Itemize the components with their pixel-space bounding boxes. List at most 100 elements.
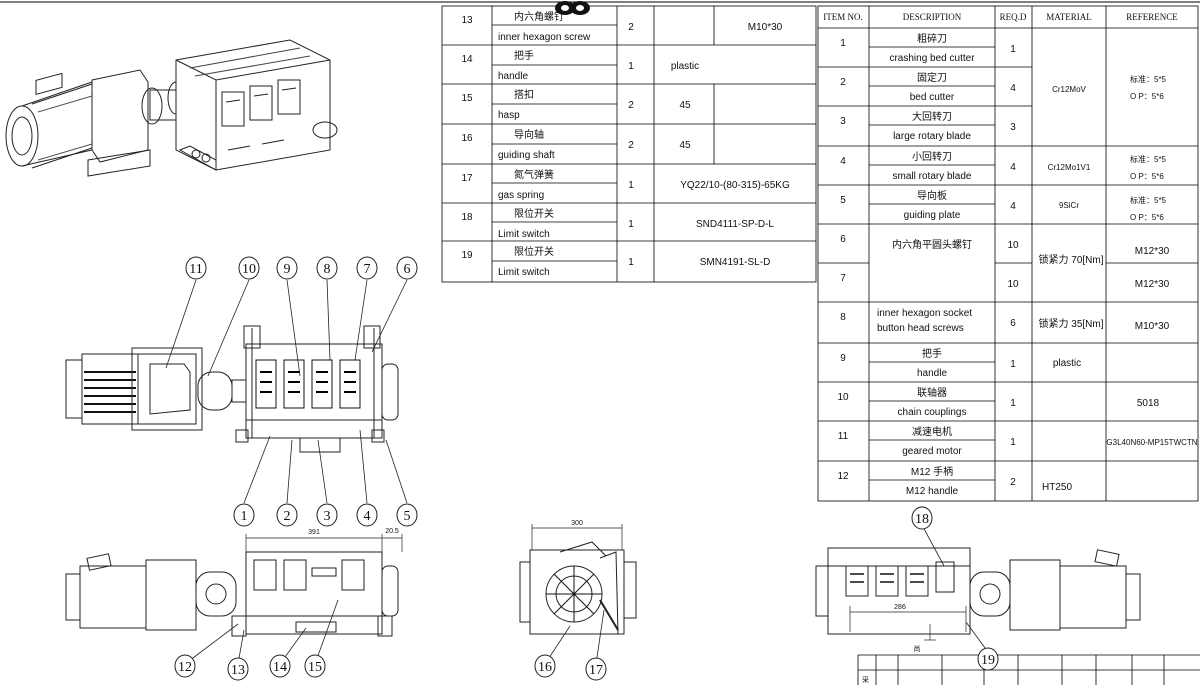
isometric-view bbox=[5, 39, 338, 177]
table-row-chinese-name: 把手 bbox=[514, 49, 534, 62]
parts-row-item-number: 4 bbox=[840, 156, 846, 167]
reference-geared-motor-model: G3L40N60-MP15TWCTN bbox=[1106, 438, 1197, 447]
balloon-number: 6 bbox=[404, 262, 411, 277]
balloon-number: 8 bbox=[324, 262, 331, 277]
header-item-no: ITEM NO. bbox=[823, 12, 863, 22]
parts-row-quantity: 1 bbox=[1010, 359, 1016, 370]
material-cr12mov: Cr12MoV bbox=[1052, 85, 1086, 94]
material-plastic: plastic bbox=[1053, 358, 1081, 369]
balloon-number: 1 bbox=[241, 509, 248, 524]
balloon-number: 9 bbox=[284, 262, 291, 277]
table-row-quantity: 2 bbox=[628, 100, 634, 111]
reference-op-b: O P：5*6 bbox=[1130, 172, 1164, 181]
header-material: MATERIAL bbox=[1046, 12, 1092, 22]
rear-view bbox=[815, 547, 1141, 641]
parts-row-english-name: small rotary blade bbox=[893, 171, 972, 182]
balloon-circle bbox=[304, 654, 326, 678]
parts-row-english-name: large rotary blade bbox=[893, 131, 971, 142]
balloon-circle bbox=[185, 256, 207, 280]
reference-op-a: O P：5*6 bbox=[1130, 92, 1164, 101]
parts-row-item-number: 1 bbox=[840, 38, 846, 49]
parts-row-quantity: 10 bbox=[1007, 240, 1019, 251]
screw-english-name-line2: button head screws bbox=[877, 323, 964, 334]
side-view bbox=[519, 524, 637, 635]
balloon-number: 5 bbox=[404, 509, 411, 524]
reference-m12-30-b: M12*30 bbox=[1135, 279, 1170, 290]
balloon-circle bbox=[276, 503, 298, 527]
table-row-material: plastic bbox=[671, 61, 699, 72]
reference-m12-30-a: M12*30 bbox=[1135, 246, 1170, 257]
material-9sicr: 9SiCr bbox=[1059, 201, 1079, 210]
table-row-english-name: handle bbox=[498, 71, 528, 82]
reference-standard-c: 标准：5*5 bbox=[1130, 195, 1167, 205]
dimension-300: 300 bbox=[571, 520, 583, 527]
parts-row-quantity: 10 bbox=[1007, 279, 1019, 290]
balloon-number: 14 bbox=[273, 660, 287, 675]
balloon-circle bbox=[276, 256, 298, 280]
parts-row-item-number: 9 bbox=[840, 353, 846, 364]
rear-leaders bbox=[921, 524, 989, 653]
balloon-circle bbox=[316, 256, 338, 280]
parts-row-item-number: 12 bbox=[837, 471, 849, 482]
reference-m10-30: M10*30 bbox=[1135, 321, 1170, 332]
reference-standard-b: 标准：5*5 bbox=[1130, 154, 1167, 164]
parts-row-english-name: guiding plate bbox=[904, 210, 961, 221]
parts-row-quantity: 6 bbox=[1010, 318, 1016, 329]
table-row-reference: YQ22/10-(80-315)-65KG bbox=[680, 180, 790, 191]
table-row-quantity: 1 bbox=[628, 257, 634, 268]
table-row-chinese-name: 内六角螺钉 bbox=[514, 10, 564, 23]
table-row-material: 45 bbox=[679, 100, 691, 111]
title-cell-b: 采 bbox=[862, 675, 869, 684]
dimension-286: 286 bbox=[894, 604, 906, 611]
balloon-circle bbox=[534, 654, 556, 678]
balloon-number: 13 bbox=[231, 663, 245, 678]
table-row-chinese-name: 导向轴 bbox=[514, 128, 544, 141]
material-ht250: HT250 bbox=[1042, 482, 1072, 493]
parts-row-quantity: 4 bbox=[1010, 83, 1016, 94]
parts-row-chinese-name: 导向板 bbox=[917, 189, 947, 202]
screw-english-name-line1: inner hexagon socket bbox=[877, 308, 972, 319]
balloon-number: 4 bbox=[364, 509, 371, 524]
title-cell-a: 尚 bbox=[914, 644, 921, 653]
balloon-number: 10 bbox=[242, 262, 256, 277]
balloon-circle bbox=[977, 647, 999, 671]
table-row-reference: M10*30 bbox=[748, 22, 783, 33]
table-row-quantity: 1 bbox=[628, 61, 634, 72]
parts-row-item-number: 5 bbox=[840, 195, 846, 206]
balloon-number: 16 bbox=[538, 660, 552, 675]
table-row-item-number: 15 bbox=[461, 93, 473, 104]
table-row-reference: SMN4191-SL-D bbox=[700, 257, 771, 268]
title-block bbox=[857, 654, 1200, 685]
balloon-circle bbox=[585, 657, 607, 681]
table-row-material: 45 bbox=[679, 140, 691, 151]
table-row-reference: SND4111-SP-D-L bbox=[696, 219, 774, 230]
balloon-circle bbox=[269, 654, 291, 678]
balloon-number: 11 bbox=[189, 262, 202, 277]
parts-row-quantity: 3 bbox=[1010, 122, 1016, 133]
balloon-circle bbox=[356, 256, 378, 280]
parts-row-english-name: geared motor bbox=[902, 446, 962, 457]
header-description: DESCRIPTION bbox=[903, 12, 962, 22]
reference-5018: 5018 bbox=[1137, 398, 1160, 409]
table-row-english-name: hasp bbox=[498, 110, 520, 121]
balloon-number: 19 bbox=[981, 653, 995, 668]
parts-row-quantity: 2 bbox=[1010, 477, 1016, 488]
balloon-number: 17 bbox=[589, 663, 603, 678]
table-row-item-number: 14 bbox=[461, 54, 473, 65]
parts-row-chinese-name: 联轴器 bbox=[917, 386, 947, 399]
parts-row-item-number: 6 bbox=[840, 234, 846, 245]
parts-row-item-number: 11 bbox=[838, 431, 849, 442]
table-row-item-number: 13 bbox=[461, 15, 473, 26]
parts-row-chinese-name: 大回转刀 bbox=[912, 110, 952, 123]
balloon-circle bbox=[174, 654, 196, 678]
parts-row-item-number: 2 bbox=[840, 77, 846, 88]
parts-row-quantity: 1 bbox=[1010, 437, 1016, 448]
material-torque-70: 锁紧力 70[Nm] bbox=[1038, 253, 1103, 266]
parts-row-chinese-name: 粗碎刀 bbox=[917, 32, 947, 45]
parts-row-english-name: M12 handle bbox=[906, 486, 959, 497]
balloon-number: 15 bbox=[308, 660, 322, 675]
